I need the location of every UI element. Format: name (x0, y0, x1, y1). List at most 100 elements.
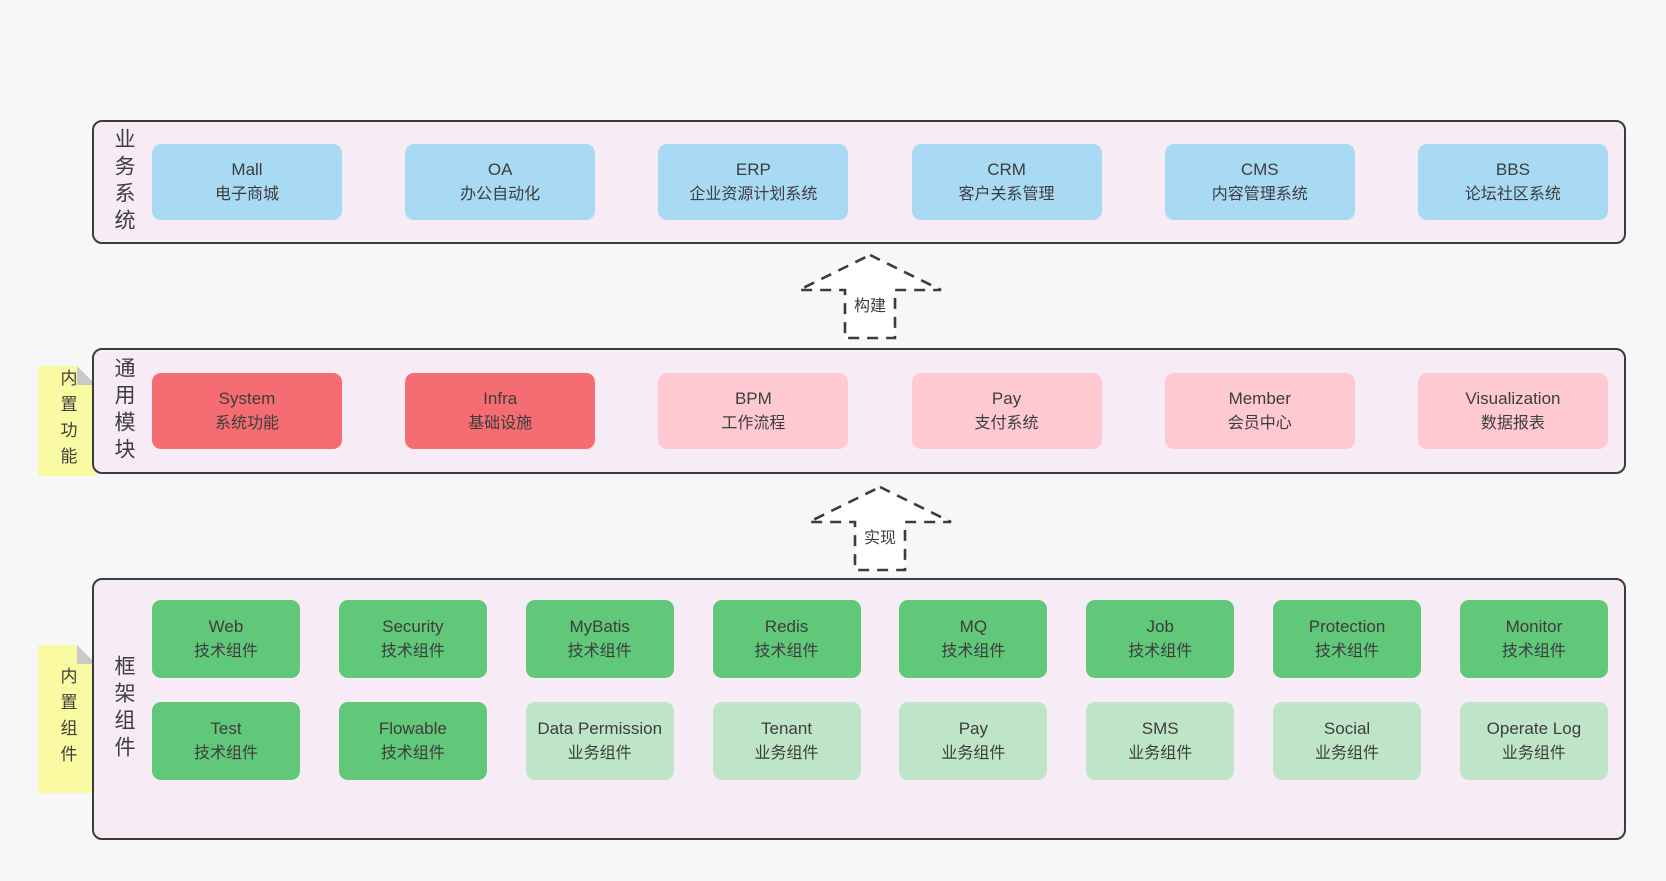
arrow-build-label: 构建 (850, 292, 890, 316)
box-pay: Pay 业务组件 (899, 702, 1048, 780)
box-title: Web (208, 617, 244, 636)
sticky-note-builtin-features: 内置功能 (38, 366, 96, 476)
box-subtitle: 办公自动化 (460, 186, 541, 203)
box-subtitle: 客户关系管理 (958, 186, 1055, 203)
box-title: ERP (735, 160, 771, 179)
box-title: MyBatis (569, 617, 630, 636)
box-subtitle: 电子商城 (214, 186, 279, 203)
box-title: Social (1323, 719, 1371, 738)
arrow-implement: 实现 (805, 484, 955, 574)
box-subtitle: 业务组件 (1128, 745, 1193, 762)
arrow-build: 构建 (795, 252, 945, 342)
section-label-business-systems: 业务系统 (94, 122, 152, 242)
box-subtitle: 技术组件 (1315, 643, 1380, 660)
box-title: Data Permission (537, 719, 663, 738)
box-title: BPM (734, 389, 772, 408)
box-bbs: BBS 论坛社区系统 (1417, 144, 1608, 220)
box-subtitle: 数据报表 (1480, 415, 1545, 432)
box-infra: Infra 基础设施 (405, 373, 596, 449)
box-subtitle: 业务组件 (1501, 745, 1566, 762)
box-title: Redis (764, 617, 809, 636)
box-bpm: BPM 工作流程 (658, 373, 849, 449)
box-subtitle: 系统功能 (214, 415, 279, 432)
box-subtitle: 业务组件 (754, 745, 819, 762)
sticky-note-label: 内置组件 (57, 667, 77, 771)
box-subtitle: 技术组件 (567, 643, 632, 660)
box-subtitle: 技术组件 (1128, 643, 1193, 660)
arrow-implement-label: 实现 (860, 524, 900, 548)
box-mall: Mall 电子商城 (152, 144, 342, 220)
box-operate-log: Operate Log 业务组件 (1459, 702, 1608, 780)
box-flowable: Flowable 技术组件 (338, 702, 487, 780)
box-subtitle: 支付系统 (974, 415, 1039, 432)
box-cms: CMS 内容管理系统 (1164, 144, 1355, 220)
box-subtitle: 基础设施 (468, 415, 533, 432)
section-common-modules: 通用模块 System 系统功能 Infra 基础设施 BPM 工作流程 Pay 支付系统 Me… (92, 348, 1626, 474)
box-oa: OA 办公自动化 (405, 144, 596, 220)
box-title: Visualization (1465, 389, 1561, 408)
box-data-permission: Data Permission 业务组件 (525, 702, 674, 780)
box-title: CMS (1240, 160, 1279, 179)
box-title: Protection (1308, 617, 1386, 636)
box-sms: SMS 业务组件 (1086, 702, 1235, 780)
box-protection: Protection 技术组件 (1273, 600, 1422, 678)
section-label-text: 业务系统 (112, 128, 135, 236)
box-title: Test (210, 719, 242, 738)
box-title: Operate Log (1486, 719, 1582, 738)
box-title: Tenant (761, 719, 813, 738)
box-title: OA (487, 160, 513, 179)
box-monitor: Monitor 技术组件 (1459, 600, 1608, 678)
box-erp: ERP 企业资源计划系统 (658, 144, 849, 220)
box-title: Pay (958, 719, 989, 738)
box-subtitle: 技术组件 (1501, 643, 1566, 660)
box-title: Pay (991, 389, 1022, 408)
box-title: Monitor (1505, 617, 1563, 636)
business-systems-row: Mall 电子商城 OA 办公自动化 ERP 企业资源计划系统 CRM 客户关系管理 CMS 内容… (152, 122, 1624, 242)
box-title: Infra (483, 389, 518, 408)
box-security: Security 技术组件 (338, 600, 487, 678)
box-title: Mall (231, 160, 263, 179)
box-subtitle: 技术组件 (193, 643, 258, 660)
box-subtitle: 论坛社区系统 (1464, 186, 1561, 203)
section-label-common-modules: 通用模块 (94, 350, 152, 472)
box-subtitle: 企业资源计划系统 (689, 186, 818, 203)
box-subtitle: 技术组件 (380, 643, 445, 660)
box-subtitle: 内容管理系统 (1211, 186, 1308, 203)
box-title: BBS (1495, 160, 1530, 179)
box-subtitle: 技术组件 (754, 643, 819, 660)
box-subtitle: 技术组件 (380, 745, 445, 762)
box-tenant: Tenant 业务组件 (712, 702, 861, 780)
box-web: Web 技术组件 (152, 600, 300, 678)
box-title: Job (1146, 617, 1174, 636)
box-mq: MQ 技术组件 (899, 600, 1048, 678)
box-title: MQ (959, 617, 988, 636)
box-subtitle: 会员中心 (1227, 415, 1292, 432)
box-subtitle: 业务组件 (567, 745, 632, 762)
box-title: Security (382, 617, 444, 636)
section-business-systems: 业务系统 Mall 电子商城 OA 办公自动化 ERP 企业资源计划系统 CRM 客户关系管理… (92, 120, 1626, 244)
box-title: SMS (1141, 719, 1179, 738)
box-mybatis: MyBatis 技术组件 (525, 600, 674, 678)
section-label-text: 框架组件 (112, 655, 135, 763)
box-subtitle: 工作流程 (721, 415, 786, 432)
box-crm: CRM 客户关系管理 (911, 144, 1102, 220)
box-title: Flowable (378, 719, 447, 738)
box-visualization: Visualization 数据报表 (1417, 373, 1608, 449)
box-job: Job 技术组件 (1086, 600, 1235, 678)
sticky-note-builtin-components: 内置组件 (38, 645, 96, 793)
box-subtitle: 业务组件 (941, 745, 1006, 762)
box-subtitle: 业务组件 (1315, 745, 1380, 762)
box-subtitle: 技术组件 (941, 643, 1006, 660)
section-label-text: 通用模块 (112, 357, 135, 465)
sticky-note-label: 内置功能 (57, 369, 77, 473)
box-redis: Redis 技术组件 (712, 600, 861, 678)
box-title: System (218, 389, 276, 408)
box-title: CRM (987, 160, 1026, 179)
